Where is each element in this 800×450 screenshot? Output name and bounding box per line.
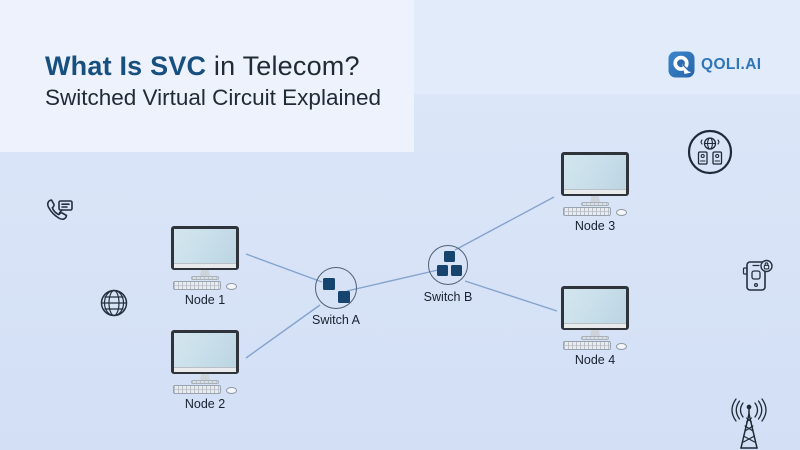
radio-tower-icon <box>731 398 767 449</box>
node1-label: Node 1 <box>184 293 226 307</box>
switchA-square <box>338 291 350 303</box>
node3-computer: Node 3 <box>557 152 633 233</box>
title-rest: in Telecom? <box>206 51 360 81</box>
node2-chin <box>174 367 236 372</box>
keyboard-icon <box>173 385 221 394</box>
switchB-label: Switch B <box>423 290 473 304</box>
connection-node2-switchA <box>245 304 321 359</box>
monitor-stand <box>200 270 210 276</box>
node4-screen <box>564 289 626 323</box>
switchB-square <box>444 251 455 262</box>
node3-monitor-icon <box>561 152 629 196</box>
monitor-stand <box>590 330 600 336</box>
phone-message-icon <box>46 199 73 220</box>
monitor-stand <box>590 196 600 202</box>
node4-computer: Node 4 <box>557 286 633 367</box>
title-highlight: What Is SVC <box>45 51 207 81</box>
mouse-icon <box>226 283 237 290</box>
global-network-devices-icon <box>687 129 733 175</box>
node3-label: Node 3 <box>574 219 616 233</box>
page-title: What Is SVC in Telecom? <box>45 50 381 83</box>
node1-chin <box>174 263 236 268</box>
mouse-icon <box>616 209 627 216</box>
top-right-panel-background <box>414 0 800 94</box>
brand-name: QOLI.AI <box>701 55 762 73</box>
node1-monitor-icon <box>171 226 239 270</box>
switchA-label: Switch A <box>312 313 360 327</box>
mouse-icon <box>616 343 627 350</box>
page-subtitle: Switched Virtual Circuit Explained <box>45 85 381 110</box>
secure-mobile-icon <box>742 259 773 291</box>
keyboard-icon <box>563 207 611 216</box>
connection-switchB-node3 <box>454 196 555 251</box>
node4-chin <box>564 323 626 328</box>
node2-label: Node 2 <box>184 397 226 411</box>
node2-monitor-icon <box>171 330 239 374</box>
connection-switchB-node4 <box>464 280 558 312</box>
keyboard-icon <box>173 281 221 290</box>
node4-monitor-icon <box>561 286 629 330</box>
node3-chin <box>564 189 626 194</box>
connection-node1-switchA <box>245 253 323 283</box>
node2-screen <box>174 333 236 367</box>
switchA-square <box>323 278 335 290</box>
monitor-base <box>581 336 609 340</box>
globe-icon <box>100 289 128 317</box>
switchB-square <box>437 265 448 276</box>
monitor-base <box>191 380 219 384</box>
monitor-stand <box>200 374 210 380</box>
monitor-base <box>581 202 609 206</box>
node3-screen <box>564 155 626 189</box>
monitor-base <box>191 276 219 280</box>
title-panel-background <box>0 0 414 152</box>
node4-label: Node 4 <box>574 353 616 367</box>
brand-logo: QOLI.AI <box>668 51 762 78</box>
qoli-logo-icon <box>668 51 695 78</box>
keyboard-icon <box>563 341 611 350</box>
title-block: What Is SVC in Telecom? Switched Virtual… <box>45 50 381 113</box>
switchA-circle <box>315 267 357 309</box>
mouse-icon <box>226 387 237 394</box>
switchB-circle <box>428 245 468 285</box>
switchB-square <box>451 265 462 276</box>
node1-screen <box>174 229 236 263</box>
node1-computer: Node 1 <box>167 226 243 307</box>
node2-computer: Node 2 <box>167 330 243 411</box>
connection-switchA-switchB <box>346 269 439 292</box>
